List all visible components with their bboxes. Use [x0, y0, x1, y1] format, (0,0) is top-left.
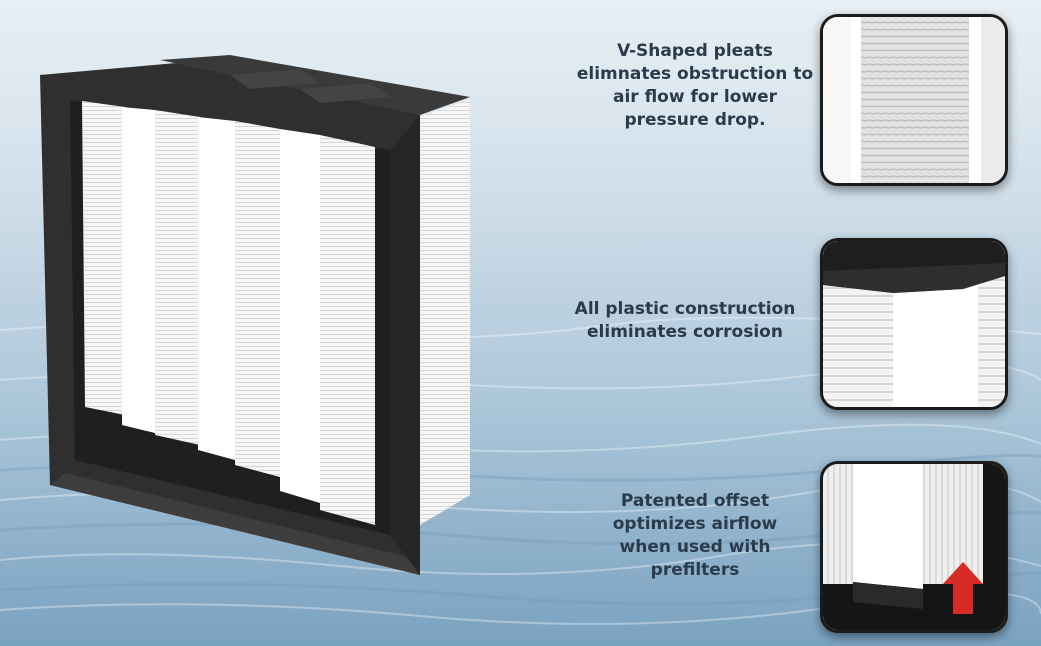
- feature-caption-plastic-construction: All plastic construction eliminates corr…: [560, 298, 810, 344]
- caption-line: pressure drop.: [624, 110, 766, 130]
- caption-line: Patented offset: [620, 491, 770, 511]
- pleat-pack: [320, 135, 375, 525]
- caption-line: air flow for lower: [612, 87, 777, 107]
- inset-offset-closeup: [820, 461, 1008, 633]
- caption-line: eliminates corrosion: [587, 322, 783, 342]
- feature-caption-v-shaped-pleats: V-Shaped pleats elimnates obstruction to…: [560, 40, 830, 132]
- caption-line: prefilters: [650, 560, 740, 580]
- inset-plastic-frame-closeup: [820, 238, 1008, 410]
- feature-caption-patented-offset: Patented offset optimizes airflow when u…: [590, 490, 800, 582]
- pleat-pack: [82, 101, 125, 415]
- arrow-up-icon: [943, 562, 983, 614]
- caption-line: optimizes airflow: [612, 514, 778, 534]
- v-bank-filter-image: [40, 55, 470, 575]
- inset-pleats-closeup: [820, 14, 1008, 186]
- pleat-pack: [155, 110, 200, 445]
- caption-line: V-Shaped pleats: [617, 41, 773, 61]
- caption-line: elimnates obstruction to: [576, 64, 814, 84]
- pleat-pack: [235, 121, 280, 477]
- caption-line: when used with: [619, 537, 771, 557]
- side-media-panel: [420, 99, 470, 525]
- caption-line: All plastic construction: [574, 299, 796, 319]
